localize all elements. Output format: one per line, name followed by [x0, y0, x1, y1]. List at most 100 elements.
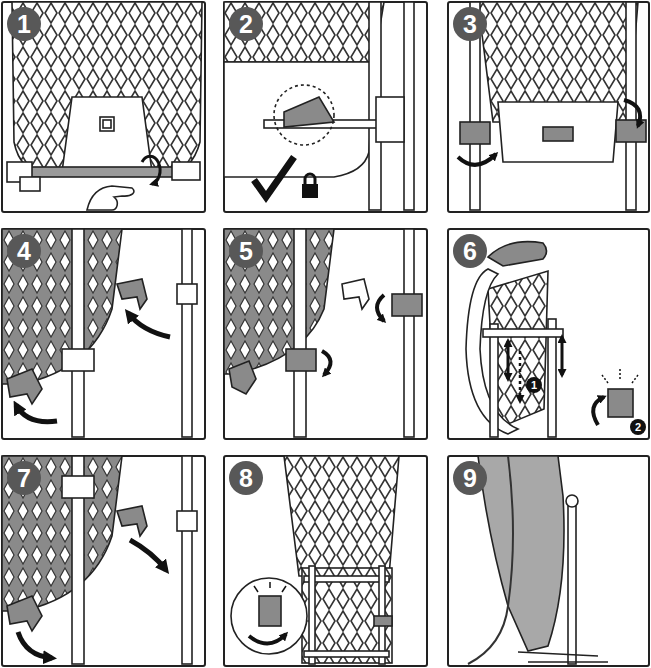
step-7-illustration	[130, 540, 166, 570]
step-5-illustration	[322, 351, 331, 375]
callout-number: 2	[630, 419, 646, 435]
step-number: 9	[463, 466, 477, 491]
step-6-illustration	[483, 329, 563, 337]
step-8-illustration	[304, 576, 389, 582]
panel-frames	[224, 229, 427, 439]
step-2-illustration	[376, 97, 404, 142]
panel-frames	[224, 456, 427, 666]
step-number: 8	[229, 461, 263, 495]
step-2-illustration	[302, 184, 318, 198]
callout-number: 1	[531, 380, 537, 391]
step-8-illustration	[259, 596, 281, 626]
step-2-illustration	[224, 2, 384, 62]
step-7-illustration	[62, 476, 94, 498]
step-1-illustration	[7, 2, 202, 210]
step-9-illustration	[468, 456, 608, 664]
step-2-illustration	[274, 85, 334, 145]
step-2-illustration	[305, 174, 315, 184]
step-5-illustration	[392, 294, 422, 316]
step-4-illustration	[2, 229, 122, 384]
step-7-illustration	[7, 596, 42, 631]
step-3-illustration	[543, 127, 573, 141]
step-number: 9	[453, 461, 487, 495]
step-9-illustration	[478, 456, 564, 651]
step-7-illustration	[117, 506, 147, 536]
step-6-illustration	[602, 369, 638, 383]
step-2-illustration	[254, 157, 294, 197]
step-6-illustration	[466, 242, 638, 437]
panel-frames	[448, 2, 649, 212]
step-9-illustration	[566, 495, 578, 507]
step-7-illustration	[177, 511, 197, 531]
step-number: 5	[239, 239, 253, 264]
step-5-illustration	[224, 229, 334, 374]
step-number: 4	[17, 239, 31, 264]
step-1-illustration	[142, 156, 160, 184]
step-2-illustration	[224, 2, 414, 210]
step-number: 8	[239, 466, 253, 491]
step-number: 1	[7, 7, 41, 41]
step-3-illustration	[498, 102, 618, 162]
step-number: 2	[229, 7, 263, 41]
step-8-illustration	[254, 582, 286, 592]
step-4-illustration	[182, 229, 192, 437]
step-6-illustration	[593, 397, 604, 425]
step-1-illustration	[87, 186, 134, 210]
step-3-illustration	[458, 2, 646, 210]
step-7-illustration	[182, 456, 192, 664]
step-6-illustration	[608, 389, 633, 417]
panel-frames	[448, 229, 649, 439]
step-4-illustration	[16, 405, 57, 422]
step-1-illustration	[103, 120, 111, 128]
callout-number: 2	[635, 422, 641, 433]
step-number: 3	[463, 12, 477, 37]
step-6-illustration	[490, 324, 498, 437]
step-8-illustration	[374, 616, 392, 626]
step-3-illustration	[458, 154, 496, 165]
step-1-illustration	[100, 117, 114, 131]
step-5-illustration	[229, 361, 256, 394]
step-8-illustration	[284, 456, 399, 576]
step-1-illustration	[20, 177, 40, 191]
step-9-illustration	[568, 506, 576, 664]
step-3-illustration	[616, 120, 646, 142]
step-4-illustration	[128, 313, 170, 337]
callout-number: 1	[526, 377, 542, 393]
step-8-illustration	[249, 634, 286, 644]
step-7-illustration	[2, 456, 122, 611]
step-number: 5	[229, 234, 263, 268]
step-6-illustration	[519, 351, 522, 401]
step-2-illustration	[404, 2, 414, 210]
step-5-illustration	[286, 349, 316, 371]
step-number: 7	[17, 466, 31, 491]
step-number: 4	[7, 234, 41, 268]
step-number: 2	[239, 12, 253, 37]
panel-frames	[2, 2, 205, 212]
step-3-illustration	[624, 100, 640, 126]
step-4-illustration	[62, 349, 94, 371]
step-7-illustration	[2, 456, 197, 664]
step-number: 6	[453, 234, 487, 268]
step-3-illustration	[460, 122, 490, 144]
step-4-illustration	[117, 279, 147, 309]
step-5-illustration	[342, 279, 369, 309]
step-number: 6	[463, 239, 477, 264]
step-1-illustration	[62, 97, 152, 172]
panel-frames	[224, 2, 427, 212]
step-4-illustration	[7, 369, 42, 404]
panel-frames	[2, 456, 205, 666]
step-9-illustration	[518, 652, 608, 662]
step-5-illustration	[377, 295, 384, 321]
step-6-illustration	[561, 337, 564, 375]
step-4-illustration	[177, 284, 197, 304]
step-1-illustration	[172, 162, 200, 180]
step-5-illustration	[404, 229, 414, 437]
step-4-illustration	[72, 229, 84, 437]
step-6-illustration	[488, 242, 547, 266]
step-5-illustration	[294, 229, 306, 437]
